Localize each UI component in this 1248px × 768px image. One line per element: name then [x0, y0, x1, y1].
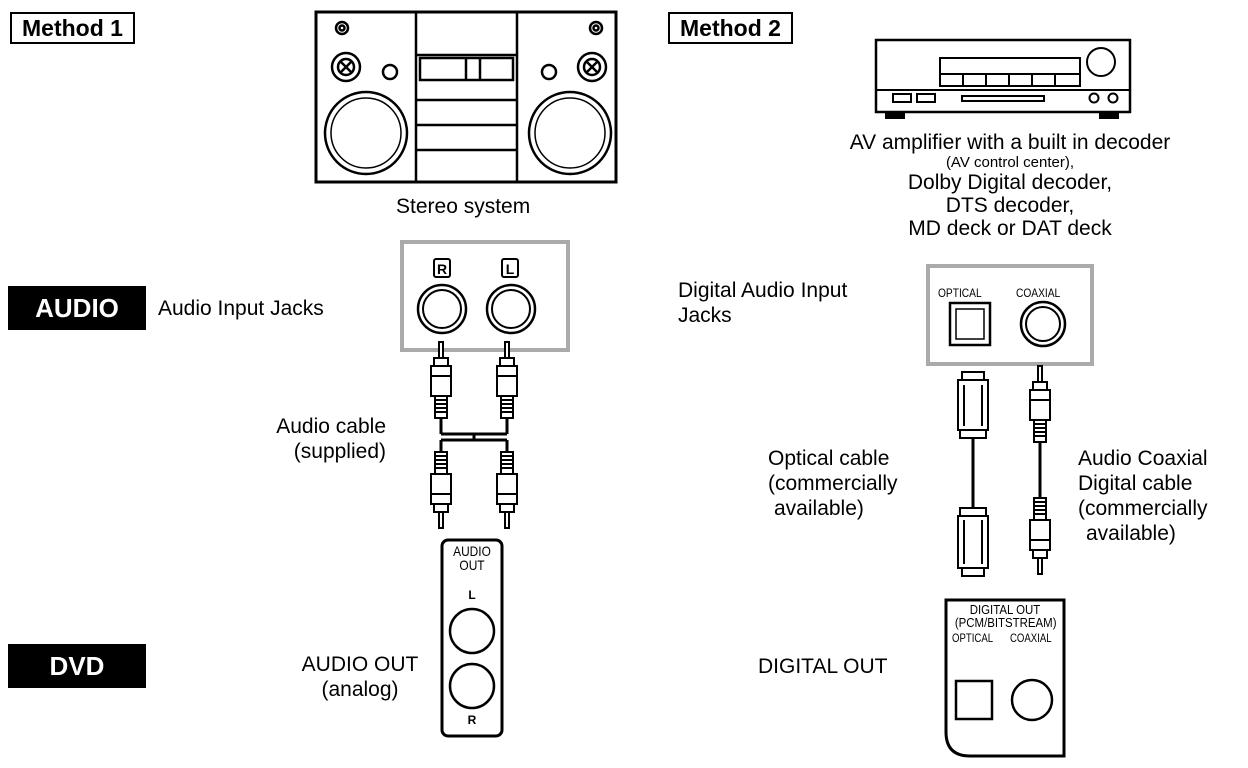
rca-plug-bottom-right	[496, 451, 518, 529]
digital-out-panel	[944, 598, 1066, 758]
rca-plug-bottom-left	[430, 451, 452, 529]
amplifier-line-1: AV amplifier with a built in decoder	[849, 131, 1171, 154]
audio-out-panel-title-1: AUDIO	[453, 543, 491, 559]
rca-plug-top-left	[430, 341, 452, 419]
digital-input-jacks-panel	[926, 264, 1094, 366]
audio-cable-label: Audio cable (supplied)	[230, 414, 386, 464]
digital-input-label: Digital Audio Input Jacks	[678, 278, 847, 328]
optical-cable-line-1: Optical cable	[768, 447, 890, 470]
jack-r-letter: R	[437, 261, 447, 277]
digital-out-label: DIGITAL OUT	[758, 655, 888, 678]
audio-input-jacks-panel: R L	[400, 240, 570, 352]
method-1-text: Method 1	[22, 15, 123, 41]
coax-cable-line-2: Digital cable	[1078, 472, 1193, 495]
coax-cable-line-3: (commercially	[1078, 497, 1208, 520]
audio-out-label: AUDIO OUT (analog)	[280, 652, 440, 702]
coax-cable-line-1: Audio Coaxial	[1078, 447, 1208, 470]
audio-out-panel-l: L	[468, 588, 476, 602]
av-amplifier-illustration	[874, 38, 1132, 119]
audio-out-panel	[440, 538, 504, 738]
amplifier-line-5: MD deck or DAT deck	[908, 217, 1112, 240]
stereo-system-illustration	[314, 10, 618, 184]
jack-l-letter: L	[506, 261, 515, 277]
audio-cable-line-2: (supplied)	[293, 440, 386, 463]
audio-out-panel-title-2: OUT	[459, 557, 485, 573]
coax-plug-top	[1029, 365, 1051, 443]
rca-plug-top-right	[496, 341, 518, 419]
digital-input-coaxial-label: COAXIAL	[1016, 286, 1061, 300]
audio-out-line-2: (analog)	[321, 678, 399, 701]
audio-out-line-1: AUDIO OUT	[301, 653, 419, 676]
amplifier-caption: AV amplifier with a built in decoder (AV…	[830, 131, 1190, 241]
digital-out-optical-label: OPTICAL	[952, 631, 994, 645]
audio-side-label: AUDIO	[8, 286, 146, 330]
coaxial-cable-illustration	[1029, 365, 1051, 575]
method-2-label: Method 2	[668, 12, 793, 44]
method-2-text: Method 2	[680, 15, 781, 41]
digital-input-line-1: Digital Audio Input	[678, 279, 848, 302]
coax-plug-bottom	[1029, 497, 1051, 575]
digital-input-line-2: Jacks	[678, 304, 732, 327]
audio-cable-line-1: Audio cable	[276, 415, 386, 438]
coax-cable-label: Audio Coaxial Digital cable (commerciall…	[1078, 446, 1208, 546]
dvd-side-label: DVD	[8, 644, 146, 688]
coax-cable-line-4: available)	[1086, 522, 1176, 545]
audio-out-panel-title: AUDIO OUT	[447, 544, 498, 572]
digital-out-panel-title: DIGITAL OUT (PCM/BITSTREAM)	[954, 602, 1057, 630]
audio-cable-illustration	[430, 341, 518, 529]
method-1-label: Method 1	[10, 12, 135, 44]
digital-out-panel-title-2: (PCM/BITSTREAM)	[954, 615, 1057, 630]
optical-cable-label: Optical cable (commercially available)	[768, 446, 898, 521]
stereo-system-caption: Stereo system	[396, 195, 531, 218]
optical-cable-line-2: (commercially	[768, 472, 898, 495]
digital-out-panel-title-1: DIGITAL OUT	[969, 602, 1041, 617]
optical-cable-line-3: available)	[774, 497, 864, 520]
audio-out-panel-r: R	[467, 713, 477, 727]
amplifier-line-2: (AV control center),	[945, 154, 1075, 171]
amplifier-line-3: Dolby Digital decoder,	[907, 171, 1113, 194]
optical-cable-illustration	[957, 371, 989, 577]
audio-input-jacks-label: Audio Input Jacks	[158, 297, 324, 320]
digital-out-coaxial-label: COAXIAL	[1010, 631, 1052, 645]
amplifier-line-4: DTS decoder,	[945, 194, 1075, 217]
digital-input-optical-label: OPTICAL	[938, 286, 982, 300]
